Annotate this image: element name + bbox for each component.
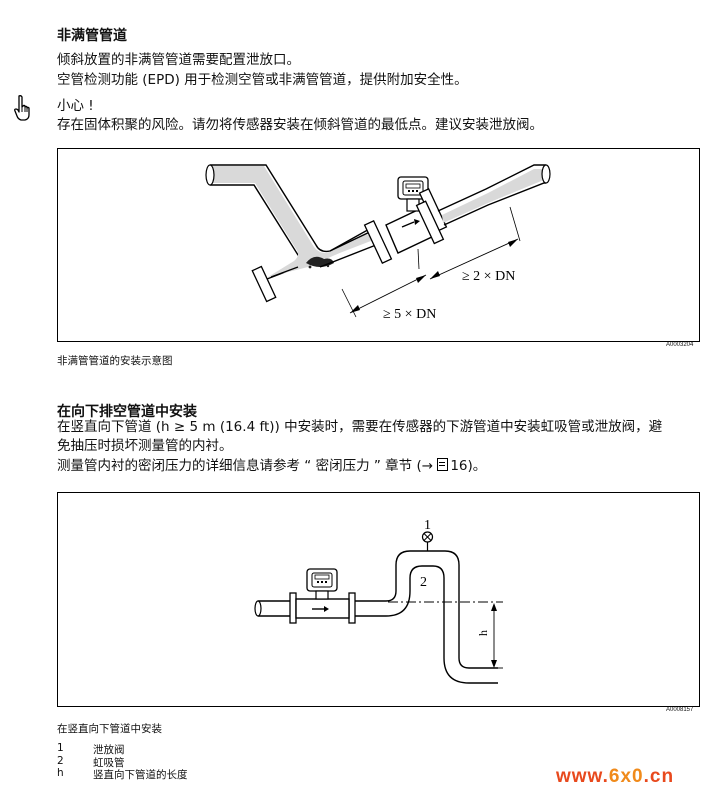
legend-key: h: [57, 767, 64, 779]
figure-code: A0003204: [666, 342, 694, 348]
figure-caption: 在竖直向下管道中安装: [57, 723, 162, 735]
caution-title: 小心 !: [57, 98, 94, 114]
label-2: 2: [420, 575, 427, 590]
figure-down-pipe: 1 2 h: [57, 492, 700, 707]
legend-text: 虹吸管: [93, 757, 125, 769]
label-h: h: [476, 630, 490, 636]
caution-text: 存在固体积聚的风险。请勿将传感器安装在倾斜管道的最低点。建议安装泄放阀。: [57, 117, 543, 133]
page-icon: [437, 458, 449, 471]
figure-code: A0008157: [666, 707, 694, 713]
figure-caption: 非满管管道的安装示意图: [57, 355, 173, 367]
section-heading-down-pipe: 在向下排空管道中安装: [57, 404, 197, 420]
label-1: 1: [424, 518, 431, 533]
figure-partially-filled-pipe: ≥ 2 × DN ≥ 5 × DN: [57, 148, 700, 342]
paragraph-line: 空管检测功能 (EPD) 用于检测空管或非满管管道，提供附加安全性。: [57, 72, 468, 88]
legend-key: 1: [57, 742, 64, 754]
section-heading-partially-filled: 非满管管道: [57, 28, 127, 44]
watermark: www.6x0.cn: [556, 766, 675, 787]
legend-text: 泄放阀: [93, 744, 125, 756]
page-reference[interactable]: 16: [450, 458, 468, 474]
paragraph-line-reference: 测量管内衬的密闭压力的详细信息请参考 “ 密闭压力 ” 章节 (→ 16)。: [57, 458, 487, 474]
legend-text: 竖直向下管道的长度: [93, 769, 188, 781]
label-5dn: ≥ 5 × DN: [383, 307, 436, 322]
legend-key: 2: [57, 755, 64, 767]
paragraph-line: 在竖直向下管道 (h ≥ 5 m (16.4 ft)) 中安装时，需要在传感器的…: [57, 419, 663, 435]
paragraph-line: 倾斜放置的非满管管道需要配置泄放口。: [57, 52, 300, 68]
label-2dn: ≥ 2 × DN: [462, 269, 515, 284]
pointing-hand-icon: [12, 94, 34, 126]
paragraph-line: 免抽压时损坏测量管的内衬。: [57, 438, 233, 454]
